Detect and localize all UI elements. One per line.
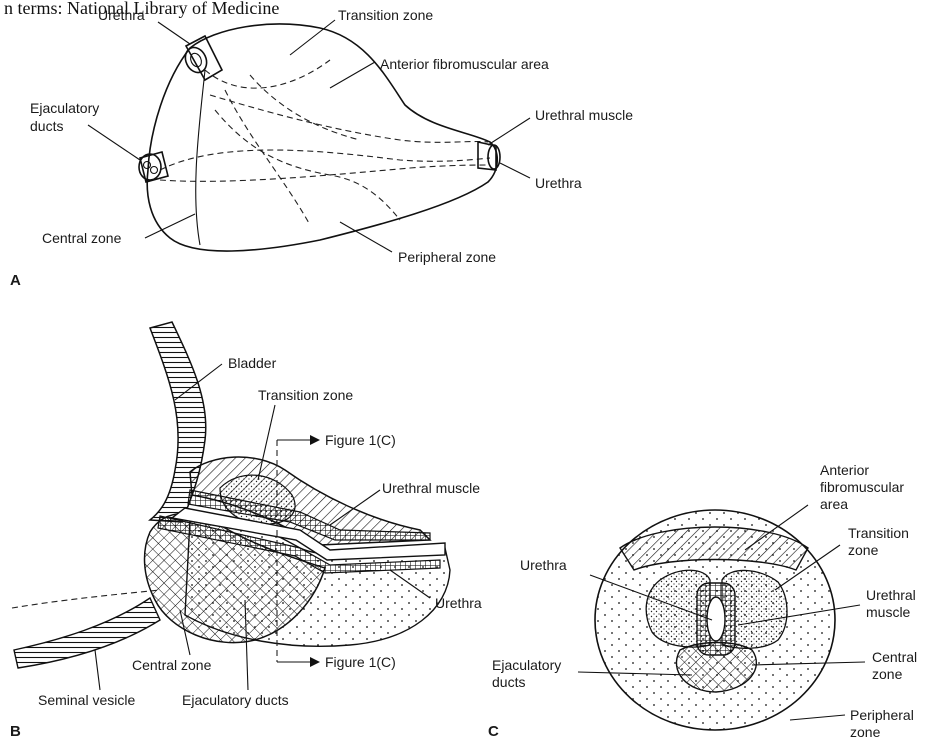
panel-letter-c: C bbox=[488, 723, 499, 740]
label-urethral-muscle: Urethral muscle bbox=[535, 107, 633, 123]
panel-a-zone-line bbox=[196, 70, 205, 245]
panel-a-zone-line bbox=[250, 75, 360, 140]
label-urethra-right: Urethra bbox=[535, 175, 582, 191]
label-anterior-fibromuscular-area: Anterior fibromuscular area bbox=[820, 462, 908, 512]
panel-a-zone-line bbox=[160, 150, 490, 170]
panel-letter-a: A bbox=[10, 272, 21, 289]
label-central-zone: Central zone bbox=[42, 230, 122, 246]
label-transition-zone: Transition zone bbox=[848, 525, 913, 558]
label-ejaculatory-ducts: Ejaculatory ducts bbox=[182, 692, 289, 708]
leader bbox=[95, 650, 100, 690]
label-figure-ref-top: Figure 1(C) bbox=[325, 432, 396, 448]
panel-a: Urethra Transition zone Anterior fibromu… bbox=[10, 7, 633, 289]
leader bbox=[330, 62, 375, 88]
label-urethra: Urethra bbox=[520, 557, 567, 573]
label-peripheral-zone: Peripheral zone bbox=[850, 707, 918, 740]
leader bbox=[145, 214, 195, 238]
leader bbox=[158, 22, 190, 44]
label-urethra: Urethra bbox=[435, 595, 482, 611]
leader bbox=[88, 125, 140, 160]
panel-a-zone-line bbox=[215, 110, 400, 220]
label-bladder: Bladder bbox=[228, 355, 277, 371]
label-central-zone: Central zone bbox=[132, 657, 212, 673]
label-ejaculatory-ducts: Ejaculatory ducts bbox=[492, 657, 565, 690]
panel-a-zone-line bbox=[225, 90, 310, 225]
label-figure-ref-bottom: Figure 1(C) bbox=[325, 654, 396, 670]
label-urethral-muscle: Urethral muscle bbox=[382, 480, 480, 496]
label-urethra-top: Urethra bbox=[98, 7, 145, 23]
label-anterior-fibromuscular-area: Anterior fibromuscular area bbox=[380, 56, 549, 72]
leader bbox=[488, 118, 530, 145]
label-seminal-vesicle: Seminal vesicle bbox=[38, 692, 135, 708]
leader bbox=[340, 222, 392, 252]
label-peripheral-zone: Peripheral zone bbox=[398, 249, 496, 265]
leader bbox=[790, 715, 845, 720]
panel-a-ejaculatory-ducts-tube bbox=[139, 152, 168, 182]
label-ejaculatory-ducts: Ejaculatory ducts bbox=[30, 100, 103, 134]
panel-a-zone-line bbox=[160, 165, 490, 181]
label-central-zone: Central zone bbox=[872, 649, 921, 682]
panel-b-section-arrowhead bbox=[310, 435, 320, 445]
label-transition-zone: Transition zone bbox=[258, 387, 353, 403]
leader bbox=[500, 163, 530, 178]
panel-b: Bladder Transition zone Figure 1(C) Uret… bbox=[10, 322, 482, 740]
panel-c: Anterior fibromuscular area Transition z… bbox=[488, 462, 921, 740]
label-transition-zone: Transition zone bbox=[338, 7, 433, 23]
panel-b-section-arrowhead bbox=[310, 657, 320, 667]
panel-a-zone-line bbox=[205, 60, 330, 88]
label-urethral-muscle: Urethral muscle bbox=[866, 587, 920, 620]
panel-a-urethra-right-tube bbox=[478, 142, 500, 170]
panel-letter-b: B bbox=[10, 723, 21, 740]
